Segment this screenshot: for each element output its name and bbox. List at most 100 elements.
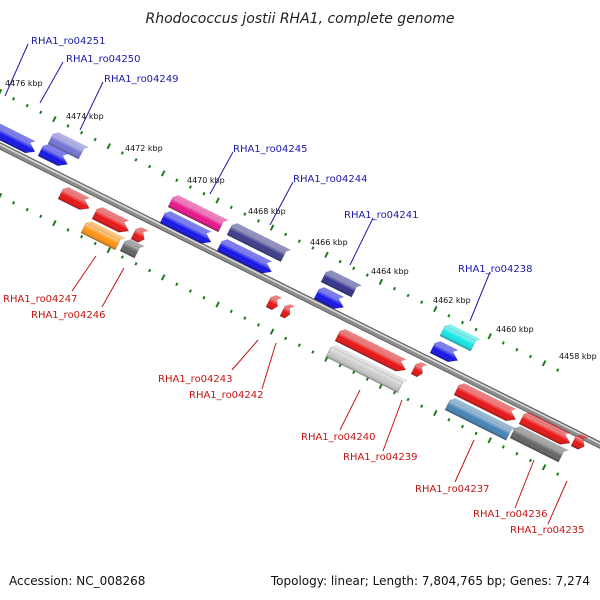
gene-block-ro04235b-top-face <box>576 434 589 440</box>
backbone-highlight <box>0 107 600 484</box>
lower-scale-dot <box>487 437 492 444</box>
lower-scale-dot <box>528 458 533 463</box>
gene-block-ro04241[interactable] <box>320 268 362 298</box>
upper-scale-dot <box>474 327 478 332</box>
gene-blocks <box>0 114 589 463</box>
gene-block-ro04238-shading <box>440 326 476 352</box>
gene-block-ro04242[interactable] <box>279 302 296 320</box>
lower-scale-dot <box>501 445 505 449</box>
gene-block-ro04246b[interactable] <box>119 237 145 259</box>
upper-scale-dot <box>25 103 29 108</box>
tick-label-4460: 4460 kbp <box>496 325 534 334</box>
gene-block-ro04237[interactable] <box>453 381 520 424</box>
scale-dots <box>0 88 560 476</box>
gene-block-ro04239-top-face <box>331 345 408 383</box>
gene-block-ro04247a-top-face <box>63 187 90 200</box>
tick-label-4474: 4474 kbp <box>66 112 104 121</box>
lower-scale-dot <box>80 234 84 239</box>
gene-block-ro04245-shading <box>168 197 224 232</box>
gene-block-ro04247b[interactable] <box>91 205 133 235</box>
upper-scale-dot <box>93 137 97 142</box>
gene-block-ro04235b[interactable] <box>570 432 589 451</box>
tick-label-4476: 4476 kbp <box>5 79 43 88</box>
gene-label-ro04247: RHA1_ro04247 <box>3 294 78 305</box>
leader-ro04244 <box>269 181 294 226</box>
tick-label-4458: 4458 kbp <box>559 352 597 361</box>
leader-ro04240 <box>339 389 361 431</box>
top-leader-lines <box>4 43 491 322</box>
gene-block-ro04240[interactable] <box>334 327 410 374</box>
gene-block-ro04244[interactable] <box>226 221 292 263</box>
gene-block-ro04244b-top-face <box>222 239 273 264</box>
lower-scale-dot <box>25 207 29 212</box>
top-gene-labels: RHA1_ro04251 RHA1_ro04250 RHA1_ro04249 R… <box>31 36 533 275</box>
lower-scale-dot <box>474 431 478 436</box>
leader-ro04247 <box>71 255 97 292</box>
upper-scale-dot <box>297 239 301 243</box>
gene-block-ro04245b-top-face <box>165 211 212 234</box>
upper-scale-dot <box>80 130 84 135</box>
gene-block-ro04246[interactable] <box>80 219 126 251</box>
gene-block-ro04250[interactable] <box>37 142 72 169</box>
gene-block-ro04251[interactable] <box>0 114 39 156</box>
upper-scale-dot <box>487 333 492 340</box>
gene-block-ro04236[interactable] <box>518 410 574 448</box>
gene-label-ro04245: RHA1_ro04245 <box>233 144 308 155</box>
gene-block-ro04244b[interactable] <box>216 237 276 276</box>
upper-scale-dot <box>243 212 247 216</box>
gene-block-ro04246b-top-face <box>125 239 145 249</box>
upper-scale-dot <box>515 347 519 352</box>
lower-scale-dot <box>447 418 451 422</box>
gene-block-ro04247a[interactable] <box>57 185 93 213</box>
upper-scale-dot <box>39 110 43 115</box>
gene-block-ro04248-shading <box>131 229 145 243</box>
upper-scale-dot <box>256 219 261 223</box>
leader-ro04237 <box>454 439 475 483</box>
upper-scale-dot <box>160 170 166 177</box>
gene-label-ro04237: RHA1_ro04237 <box>415 484 490 495</box>
gene-block-ro04248[interactable] <box>130 225 149 244</box>
upper-scale-dot <box>392 286 397 291</box>
gene-block-ro04250-shading <box>38 146 68 166</box>
lower-scale-dot <box>460 424 465 429</box>
lower-scale-dot <box>256 323 261 327</box>
gene-block-ro04235[interactable] <box>509 424 569 463</box>
leader-ro04251 <box>4 43 29 97</box>
lower-scale-dot <box>229 309 233 314</box>
gene-block-ro04240b[interactable] <box>410 360 428 378</box>
lower-scale-dot <box>39 214 43 219</box>
lower-scale-dot <box>160 274 166 281</box>
gene-block-ro04245b[interactable] <box>159 209 215 247</box>
gene-block-ro04241b[interactable] <box>313 285 348 312</box>
gene-block-ro04240b-shading <box>411 364 423 377</box>
lower-scale-dot <box>188 289 192 293</box>
gene-block-ro04240-top-face <box>340 329 407 362</box>
gene-block-ro04247a-shading <box>58 189 90 210</box>
gene-block-ro04238b[interactable] <box>429 339 462 365</box>
tick-label-4472: 4472 kbp <box>125 144 163 153</box>
gene-block-ro04239[interactable] <box>325 343 408 394</box>
upper-scale-dot <box>215 197 220 204</box>
upper-scale-dot <box>447 314 451 318</box>
gene-block-ro04241-top-face <box>326 270 362 288</box>
gene-block-ro04248-top-face <box>136 227 149 233</box>
lower-scale-dot <box>392 390 397 395</box>
gene-block-ro04243[interactable] <box>265 293 283 311</box>
upper-scale-dot <box>433 305 438 313</box>
upper-scale-dot <box>148 164 152 169</box>
upper-scale-dot <box>406 293 410 298</box>
tick-label-4470: 4470 kbp <box>187 176 225 185</box>
gene-block-ro04245[interactable] <box>167 193 229 233</box>
gene-block-ro04237b[interactable] <box>444 396 517 442</box>
tick-label-4466: 4466 kbp <box>310 238 348 247</box>
gene-block-ro04246b-shading <box>120 241 140 258</box>
tick-label-4464: 4464 kbp <box>371 267 409 276</box>
gene-block-ro04249[interactable] <box>47 130 89 160</box>
upper-scale-dot <box>284 232 288 237</box>
leader-ro04245 <box>209 151 234 195</box>
upper-scale-dot <box>420 300 424 304</box>
upper-scale-dot <box>352 266 356 271</box>
gene-block-ro04238[interactable] <box>439 322 481 352</box>
upper-scale-dot <box>52 115 57 123</box>
gene-label-ro04239: RHA1_ro04239 <box>343 452 418 463</box>
